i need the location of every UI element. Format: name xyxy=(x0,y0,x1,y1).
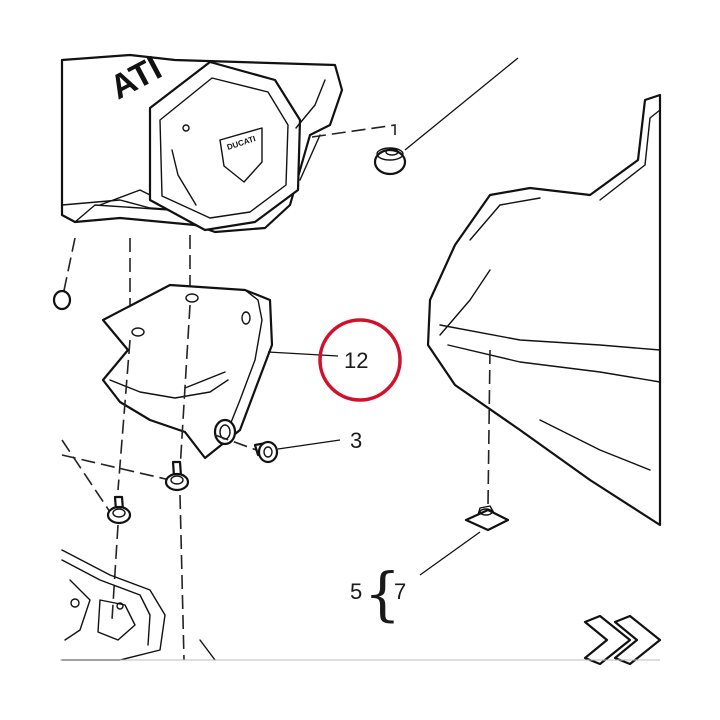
screw-part-3 xyxy=(253,440,279,464)
side-bracket-part-12 xyxy=(101,283,274,460)
lower-frame-pieces xyxy=(61,549,216,661)
screw-lower-left xyxy=(106,495,132,525)
tank-badge-panel: DUCATI xyxy=(148,60,326,232)
screw-lower-right xyxy=(164,460,190,492)
double-chevron-right-icon[interactable] xyxy=(583,614,662,666)
callout-7-label: 7 xyxy=(394,579,406,604)
callout-12-label: 12 xyxy=(344,348,368,373)
rubber-grommet xyxy=(373,147,407,176)
callout-brace: { xyxy=(364,560,401,628)
highlight-ring-12 xyxy=(318,318,402,402)
seat-clip-part-7 xyxy=(464,505,510,532)
leader-grommet xyxy=(404,57,519,151)
callout-5-label: 5 xyxy=(350,579,362,604)
grommet-left xyxy=(52,289,72,311)
leader-part-3 xyxy=(277,439,341,450)
callout-12: 12 xyxy=(267,348,368,373)
callout-3-label: 3 xyxy=(350,428,362,453)
leader-part-7 xyxy=(419,531,481,576)
seat xyxy=(426,93,662,527)
